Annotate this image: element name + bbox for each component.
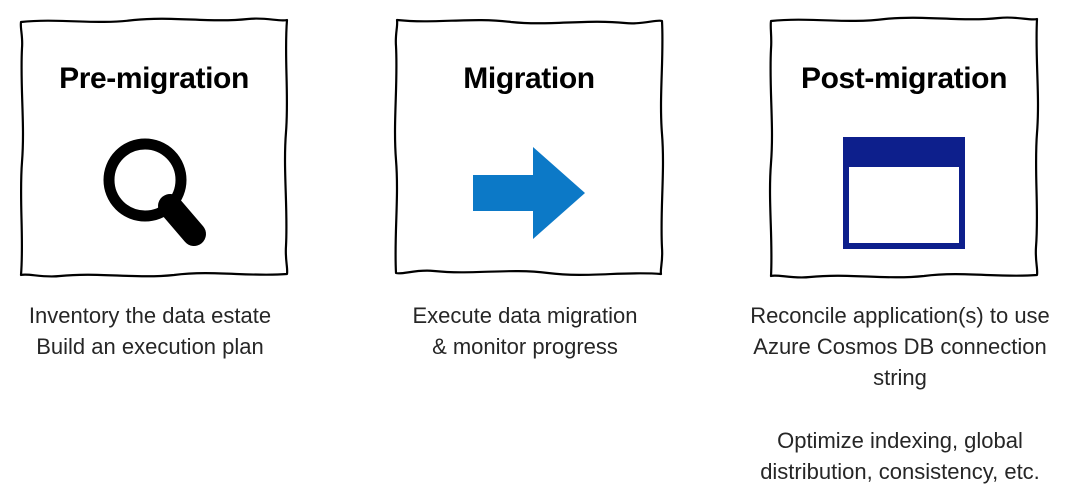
phase-caption-pre-migration: Inventory the data estate Build an execu… bbox=[0, 300, 320, 362]
caption-line: Reconcile application(s) to use bbox=[750, 303, 1050, 328]
phase-icon-wrap-post-migration bbox=[768, 128, 1040, 258]
phase-box-post-migration: Post-migration bbox=[768, 16, 1040, 279]
phase-icon-wrap-migration bbox=[393, 128, 665, 258]
arrow-right-icon bbox=[473, 147, 585, 239]
phase-icon-wrap-pre-migration bbox=[18, 128, 290, 258]
caption-line: & monitor progress bbox=[432, 334, 618, 359]
caption-line: Azure Cosmos DB connection bbox=[753, 334, 1047, 359]
phase-box-pre-migration: Pre-migration bbox=[18, 16, 290, 278]
phase-title-migration: Migration bbox=[463, 62, 595, 95]
caption-line: Execute data migration bbox=[412, 303, 638, 328]
window-body bbox=[849, 167, 959, 243]
caption-line: distribution, consistency, etc. bbox=[760, 459, 1040, 484]
phase-caption-post-migration: Reconcile application(s) to use Azure Co… bbox=[730, 300, 1070, 393]
phase-extra-note-post-migration: Optimize indexing, global distribution, … bbox=[730, 425, 1070, 487]
magnifier-icon bbox=[103, 138, 206, 246]
caption-line: Optimize indexing, global bbox=[777, 428, 1023, 453]
phase-title-pre-migration: Pre-migration bbox=[59, 62, 249, 95]
phase-title-post-migration: Post-migration bbox=[800, 62, 1008, 95]
caption-line: Inventory the data estate bbox=[28, 303, 272, 328]
application-window-icon bbox=[843, 137, 965, 249]
phase-column-migration: Migration Execute data migration & monit… bbox=[355, 0, 695, 493]
caption-line: Build an execution plan bbox=[36, 334, 264, 359]
phase-box-migration: Migration bbox=[393, 16, 665, 278]
phase-column-pre-migration: Pre-migration Inventory the data estate … bbox=[0, 0, 320, 493]
hand-drawn-box-border bbox=[393, 18, 665, 276]
phase-caption-migration: Execute data migration & monitor progres… bbox=[355, 300, 695, 362]
caption-line: string bbox=[873, 365, 927, 390]
phase-column-post-migration: Post-migration Reconcile application(s) … bbox=[730, 0, 1070, 493]
